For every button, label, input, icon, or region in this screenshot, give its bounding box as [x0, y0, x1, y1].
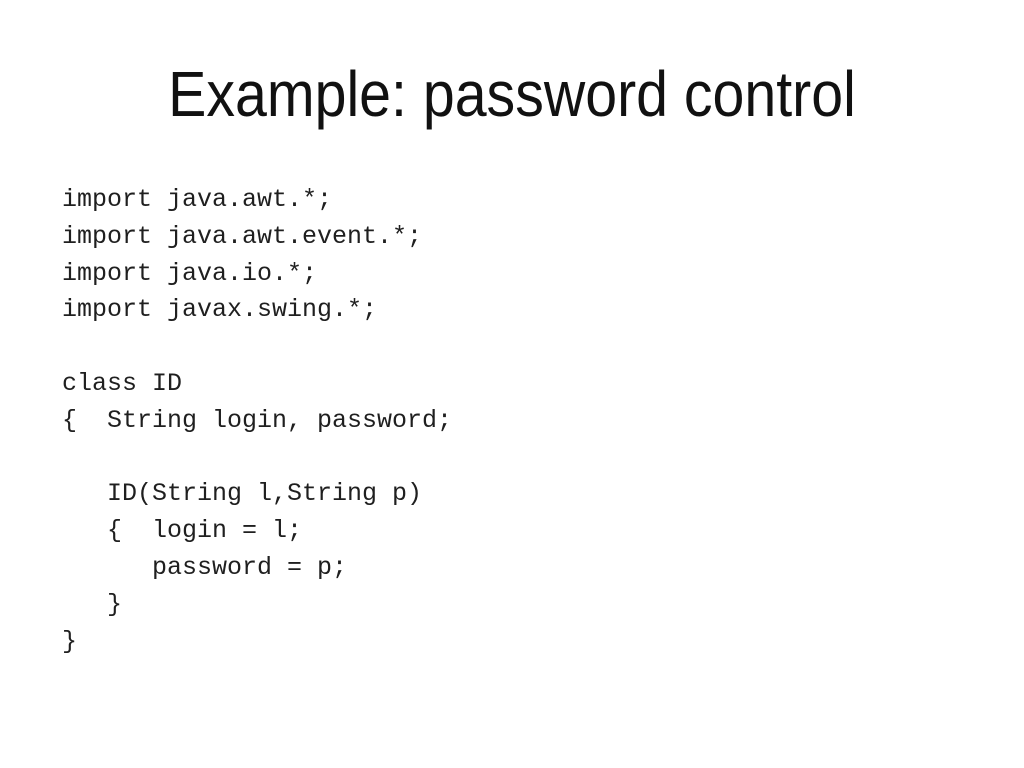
code-line: password = p; — [62, 552, 348, 582]
code-line: import javax.swing.*; — [62, 295, 378, 325]
code-line: } — [62, 589, 123, 619]
slide-title: Example: password control — [168, 58, 856, 130]
code-line: { String login, password; — [62, 405, 453, 435]
code-line: import java.io.*; — [62, 258, 318, 288]
code-line: class ID — [62, 368, 183, 398]
code-line: { login = l; — [62, 516, 303, 546]
code-line: } — [62, 626, 78, 656]
code-line: import java.awt.event.*; — [62, 221, 423, 251]
code-line: import java.awt.*; — [62, 185, 333, 214]
code-block: import java.awt.*; import java.awt.event… — [62, 182, 962, 660]
code-line — [62, 329, 962, 366]
code-line: ID(String l,String p) — [62, 479, 423, 509]
code-line — [62, 440, 962, 477]
